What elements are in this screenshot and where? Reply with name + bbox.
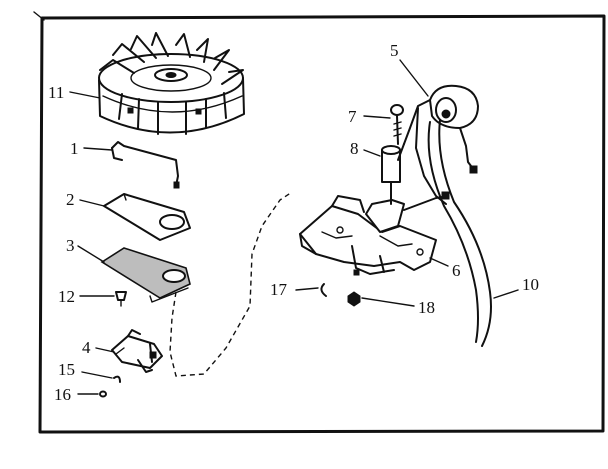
insulator-plate-part [103, 193, 191, 241]
screw-7-part [390, 104, 404, 145]
screw-12-part [115, 291, 127, 307]
contact-plate-part [100, 247, 191, 303]
capacitor-part [381, 143, 405, 205]
assembly-dashed-line [169, 191, 293, 377]
callout-5: 5 [390, 41, 399, 60]
callout-15: 15 [58, 360, 75, 379]
points-switch-part [111, 329, 163, 373]
diagram-frame [33, 11, 606, 434]
callout-18: 18 [418, 298, 435, 317]
callout-11: 11 [48, 83, 64, 102]
callout-6: 6 [452, 261, 461, 280]
callout-4: 4 [82, 338, 91, 357]
callout-16: 16 [54, 385, 71, 404]
callout-17: 17 [270, 280, 288, 299]
washer-16-part [99, 390, 107, 398]
callout-8: 8 [350, 139, 359, 158]
callout-7: 7 [348, 107, 357, 126]
ignition-coil-part [403, 84, 479, 205]
callout-2: 2 [66, 190, 75, 209]
callout-12: 12 [58, 287, 75, 306]
leader-lines [69, 59, 519, 395]
clip-17-part [320, 283, 327, 297]
nut-18-part [347, 291, 361, 307]
flywheel-part [98, 32, 245, 135]
ignition-lead-part [427, 119, 492, 347]
callout-10: 10 [522, 275, 539, 294]
callout-3: 3 [66, 236, 75, 255]
callout-1: 1 [70, 139, 79, 158]
clip-15-part [113, 375, 121, 383]
spring-clip-part [111, 141, 180, 189]
armature-bracket-part [299, 195, 449, 276]
